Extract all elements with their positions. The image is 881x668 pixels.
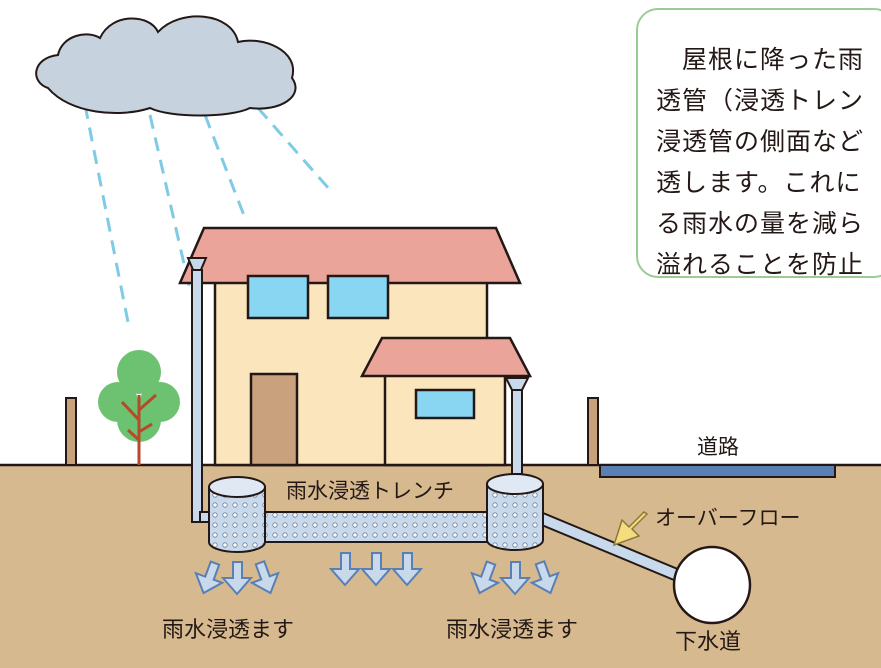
sewer-label: 下水道 bbox=[675, 630, 742, 655]
window bbox=[414, 388, 476, 420]
infiltration-trench bbox=[254, 511, 496, 543]
sewer-main bbox=[672, 545, 752, 625]
infiltration-basin-right bbox=[486, 473, 544, 551]
road-label: 道路 bbox=[697, 435, 739, 459]
infiltrate-label-left: 雨水浸透ます bbox=[162, 618, 295, 643]
callout-line: 屋根に降った雨 bbox=[656, 45, 865, 74]
infiltration-arrows bbox=[194, 552, 560, 596]
callout-line: る雨水の量を減ら bbox=[656, 209, 865, 238]
overflow-arrow-icon bbox=[612, 511, 649, 547]
door bbox=[249, 372, 299, 467]
house bbox=[178, 226, 533, 467]
callout-line: 溢れることを防止 bbox=[656, 250, 865, 278]
window bbox=[326, 274, 390, 320]
cloud-icon bbox=[35, 15, 297, 117]
callout-line: 透します。これに bbox=[656, 168, 862, 197]
fence-post-right bbox=[587, 397, 599, 466]
road bbox=[599, 464, 836, 478]
window bbox=[246, 274, 310, 320]
rain-lines bbox=[83, 104, 332, 323]
callout-line: 浸透管の側面など bbox=[656, 127, 865, 156]
trench-label: 雨水浸透トレンチ bbox=[286, 479, 454, 503]
infiltrate-label-right: 雨水浸透ます bbox=[446, 618, 579, 643]
overflow-label: オーバーフロー bbox=[655, 506, 801, 530]
fence-post-left bbox=[65, 397, 77, 466]
tree-icon bbox=[98, 350, 180, 465]
infiltration-basin-left bbox=[208, 476, 266, 553]
description-callout: 屋根に降った雨 透管（浸透トレン 浸透管の側面など 透します。これに る雨水の量… bbox=[636, 8, 881, 278]
callout-line: 透管（浸透トレン bbox=[656, 86, 865, 115]
